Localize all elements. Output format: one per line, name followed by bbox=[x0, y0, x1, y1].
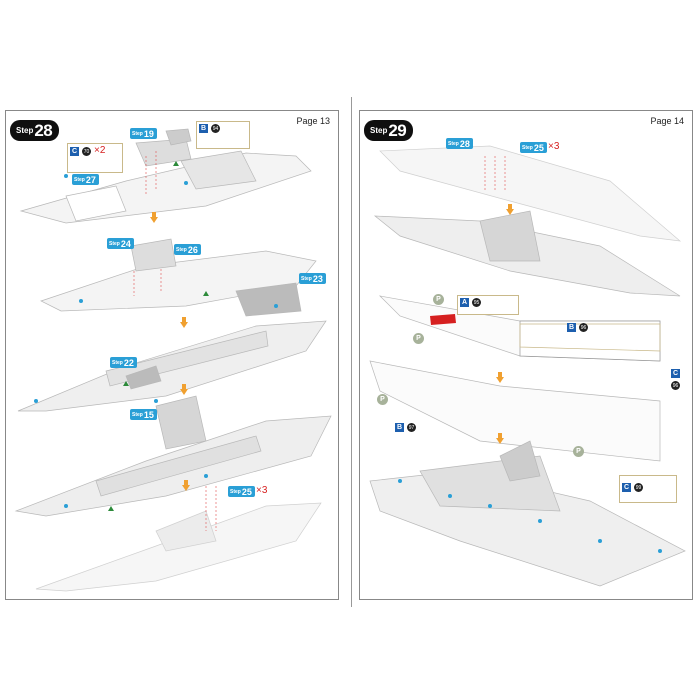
sheet-a-icon: A bbox=[460, 298, 469, 307]
quantity-multiplier: ×3 bbox=[256, 485, 268, 496]
page-number: Page 14 bbox=[650, 116, 684, 126]
down-arrow-icon bbox=[180, 317, 188, 328]
down-arrow-icon bbox=[496, 372, 504, 383]
p-badge: P bbox=[377, 394, 388, 405]
assembly-drawing-step-29 bbox=[369, 145, 686, 587]
page-divider bbox=[351, 97, 352, 607]
part-number: 99 bbox=[634, 483, 643, 492]
assembly-drawing-step-28 bbox=[14, 128, 332, 592]
quantity-multiplier: ×2 bbox=[94, 145, 106, 156]
sheet-b-icon: B bbox=[567, 323, 576, 332]
step-badge: Step 29 bbox=[364, 120, 414, 141]
page-number: Page 13 bbox=[296, 116, 330, 126]
sheet-c-icon: C bbox=[622, 483, 631, 492]
part-number: 96 bbox=[671, 381, 680, 390]
sheet-b-icon: B bbox=[199, 124, 208, 133]
p-badge: P bbox=[573, 446, 584, 457]
down-arrow-icon bbox=[506, 204, 514, 215]
down-arrow-icon bbox=[182, 480, 190, 491]
down-arrow-icon bbox=[496, 433, 504, 444]
part-number: 70 bbox=[82, 147, 91, 156]
part-number: 97 bbox=[407, 423, 416, 432]
part-callout-b94 bbox=[196, 121, 250, 149]
down-arrow-icon bbox=[150, 212, 158, 223]
quantity-multiplier: ×3 bbox=[548, 141, 560, 152]
sheet-c-icon: C bbox=[70, 147, 79, 156]
sheet-b-icon: B bbox=[395, 423, 404, 432]
part-number: 94 bbox=[211, 124, 220, 133]
part-number: 95 bbox=[472, 298, 481, 307]
p-badge: P bbox=[413, 333, 424, 344]
p-badge: P bbox=[433, 294, 444, 305]
part-number: 96 bbox=[579, 323, 588, 332]
step-badge: Step 28 bbox=[10, 120, 60, 141]
down-arrow-icon bbox=[180, 384, 188, 395]
sheet-c-icon: C bbox=[671, 369, 680, 378]
